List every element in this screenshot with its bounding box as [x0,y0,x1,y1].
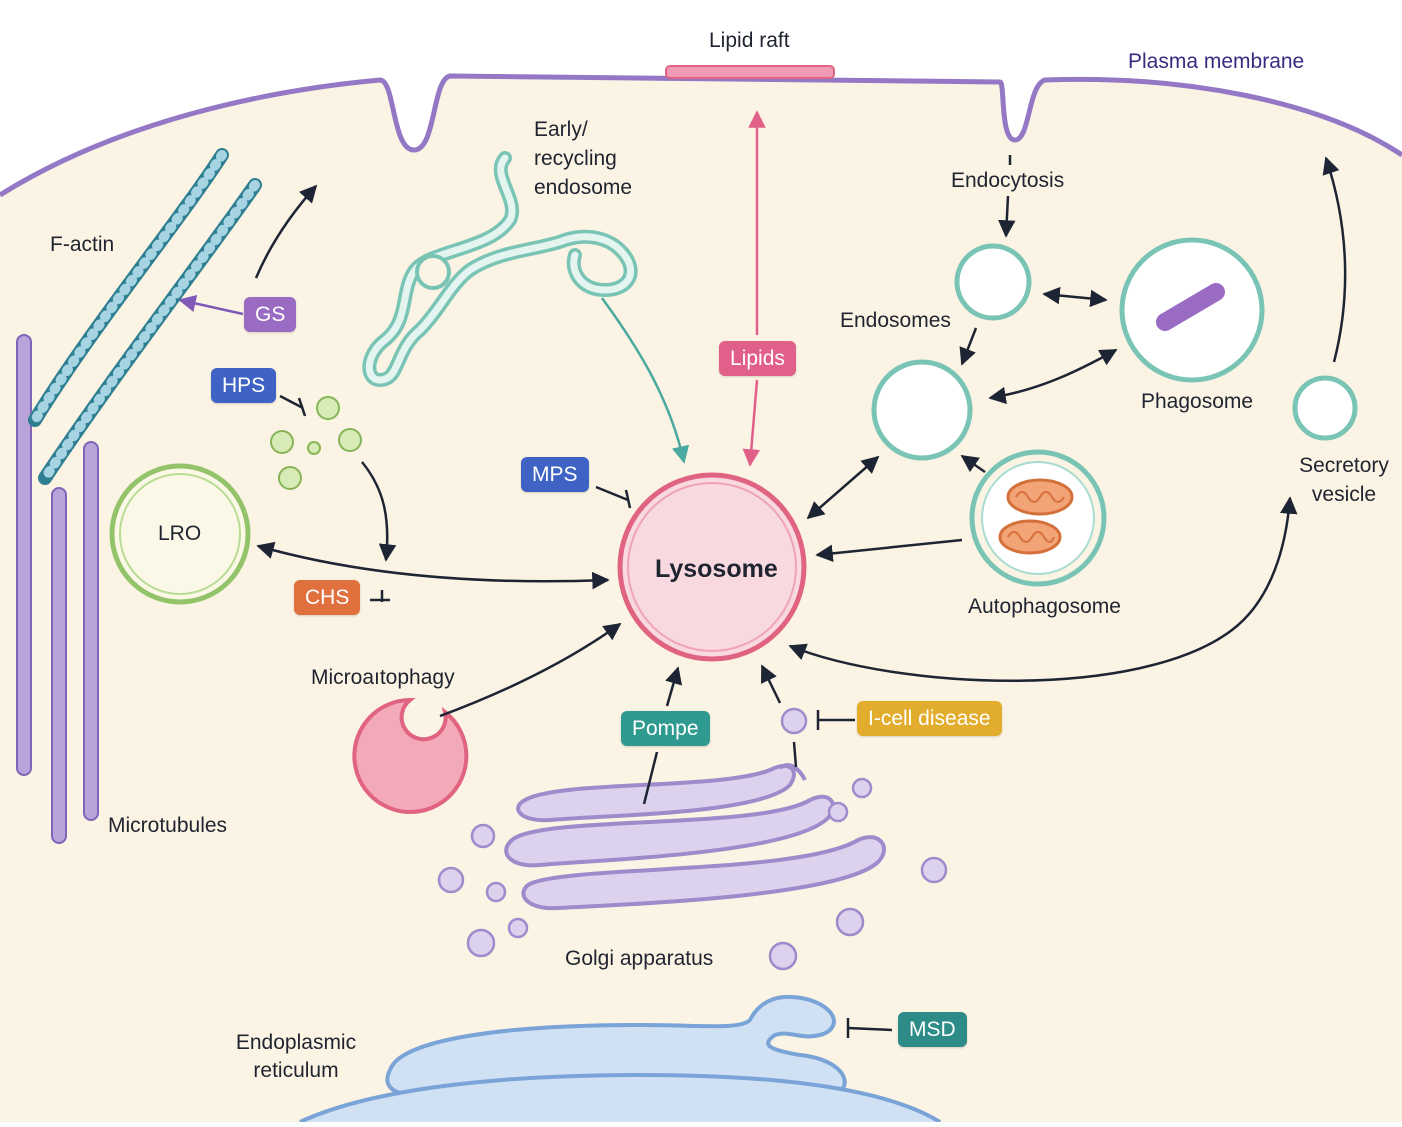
early-endosome-label-line1: Early/ [534,118,588,141]
msd-badge: MSD [898,1012,967,1048]
hps-granules [270,396,362,490]
golgi-label: Golgi apparatus [565,947,714,970]
secretory-vesicle [1292,375,1358,441]
microautophagy-label: Microaıtophagy [311,666,455,689]
i-cell-disease-badge: I-cell disease [857,701,1002,737]
early-recycling-endosome [362,151,638,388]
endoplasmic-reticulum [299,994,942,1124]
phagosome-cargo [1156,283,1225,331]
early-endosome-label-line2: recycling [534,147,617,170]
autophagosome [969,449,1107,587]
golgi-vesicles [437,707,948,971]
er-label-line1: Endoplasmic [235,1031,357,1054]
pompe-badge: Pompe [621,711,710,747]
early-endosome-label-line3: endosome [534,176,633,199]
lro [109,463,251,605]
lysosome-label: Lysosome [655,555,778,583]
er-label-line2: reticulum [253,1059,339,1082]
hps-badge: HPS [211,368,277,404]
secretory-vesicle-label-line2: vesicle [1311,483,1377,506]
arrows [178,110,1347,1038]
endosome-top [954,243,1032,321]
f-actin-label: F-actin [50,233,115,256]
microautophagy-vesicle [352,697,469,814]
chs-badge: CHS [294,580,361,616]
golgi-apparatus [504,763,886,911]
autophagosome-label: Autophagosome [968,595,1121,618]
f-actin [28,148,262,485]
lro-label: LRO [158,522,202,545]
plasma-membrane [0,73,1402,198]
lipid-raft-label: Lipid raft [709,29,790,52]
lipids-badge: Lipids [719,341,796,377]
microtubules [16,334,99,844]
microtubules-label: Microtubules [108,814,228,837]
secretory-vesicle-label-line1: Secretory [1299,454,1389,477]
endosome-mid [871,359,973,461]
phagosome-label: Phagosome [1141,390,1254,413]
plasma-membrane-label: Plasma membrane [1128,50,1305,73]
endocytosis-label: Endocytosis [951,169,1065,192]
lipid-raft [665,65,835,79]
endosomes-label: Endosomes [840,309,951,332]
mps-badge: MPS [521,457,589,493]
gs-badge: GS [244,297,297,333]
